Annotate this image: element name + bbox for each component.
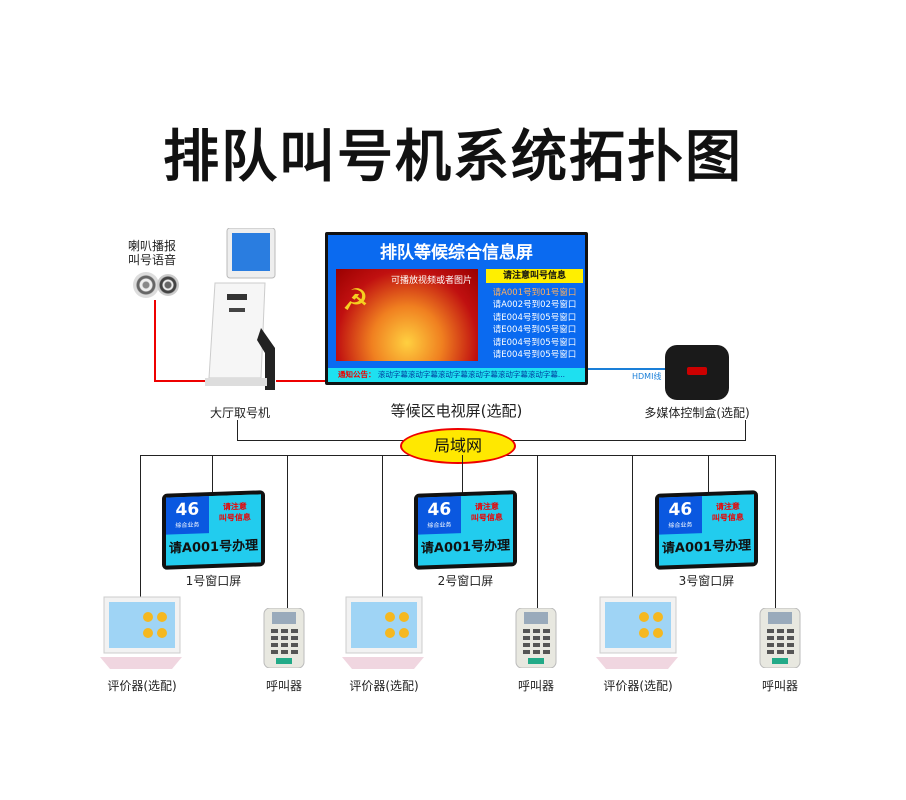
speaker-icon [157, 274, 179, 296]
speaker-label-2: 叫号语音 [128, 253, 177, 267]
caller-label: 呼叫器 [761, 679, 798, 693]
window-call-text: 请A001号办理 [168, 538, 259, 557]
window-number: 46 [427, 499, 452, 521]
speaker-cable [154, 300, 156, 382]
caller-device [263, 608, 305, 668]
call-item: 请E004号到05号窗口 [492, 325, 577, 336]
waiting-tv-screen: 排队等候综合信息屏 ☭ 可播放视频或者图片 请注意叫号信息 请A001号到01号窗… [325, 232, 588, 385]
kiosk-machine [205, 228, 276, 390]
hdmi-cable [588, 368, 666, 370]
window-service: 综合业务 [668, 521, 693, 530]
evaluator-label: 评价器(选配) [603, 679, 673, 693]
call-item: 请E004号到05号窗口 [492, 337, 577, 348]
window-service: 综合业务 [427, 521, 452, 530]
notice-line-2: 叫号信息 [470, 512, 503, 523]
tv-label: 等候区电视屏(选配) [390, 402, 523, 420]
call-item: 请E004号到05号窗口 [492, 312, 577, 323]
call-item: 请A002号到02号窗口 [492, 300, 577, 311]
window-number: 46 [668, 499, 693, 521]
media-box-label: 多媒体控制盒(选配) [644, 406, 750, 420]
tv-header: 排队等候综合信息屏 [380, 243, 533, 263]
speaker-cable-h [154, 380, 206, 382]
ticker-text: 滚动字幕滚动字幕滚动字幕滚动字幕滚动字幕滚动字幕... [377, 370, 566, 379]
info-header: 请注意叫号信息 [486, 269, 583, 283]
speaker-icon [133, 272, 159, 298]
evaluator-device [342, 596, 424, 669]
evaluator-device [596, 596, 678, 669]
window-screen-label: 2号窗口屏 [437, 574, 494, 588]
window-screen-label: 3号窗口屏 [678, 574, 735, 588]
page-title: 排队叫号机系统拓扑图 [163, 125, 743, 190]
call-item: 请E004号到05号窗口 [492, 350, 577, 361]
speaker-label: 喇叭播报叫号语音 [128, 239, 176, 267]
evaluator-device [100, 596, 182, 669]
ticker: 通知公告： 滚动字幕滚动字幕滚动字幕滚动字幕滚动字幕滚动字幕... [328, 368, 585, 382]
window-screen-label: 1号窗口屏 [185, 574, 242, 588]
caller-label: 呼叫器 [265, 679, 302, 693]
lan-node: 局域网 [400, 428, 516, 464]
speaker-label-1: 喇叭播报 [128, 239, 177, 253]
kiosk-label: 大厅取号机 [209, 406, 270, 420]
evaluator-label: 评价器(选配) [349, 679, 419, 693]
caller-label: 呼叫器 [517, 679, 554, 693]
evaluator-label: 评价器(选配) [107, 679, 177, 693]
call-item: 请A001号到01号窗口 [492, 288, 577, 298]
window-number: 46 [175, 499, 200, 521]
caller-device [515, 608, 557, 668]
window-call-text: 请A001号办理 [661, 538, 752, 557]
window-call-text: 请A001号办理 [420, 538, 511, 557]
kiosk-tv-cable [276, 380, 326, 382]
call-list: 请A001号到01号窗口 请A002号到02号窗口 请E004号到05号窗口 请… [486, 287, 583, 361]
window-service: 综合业务 [175, 521, 200, 530]
video-area: ☭ 可播放视频或者图片 [336, 269, 478, 361]
media-box [665, 345, 729, 400]
hdmi-label: HDMI线 [632, 372, 662, 381]
ticker-label: 通知公告： [338, 370, 376, 379]
emblem-icon: ☭ [342, 283, 369, 318]
notice-line-2: 叫号信息 [711, 512, 744, 523]
caller-device [759, 608, 801, 668]
notice-line-2: 叫号信息 [218, 512, 251, 523]
video-text: 可播放视频或者图片 [390, 276, 472, 286]
